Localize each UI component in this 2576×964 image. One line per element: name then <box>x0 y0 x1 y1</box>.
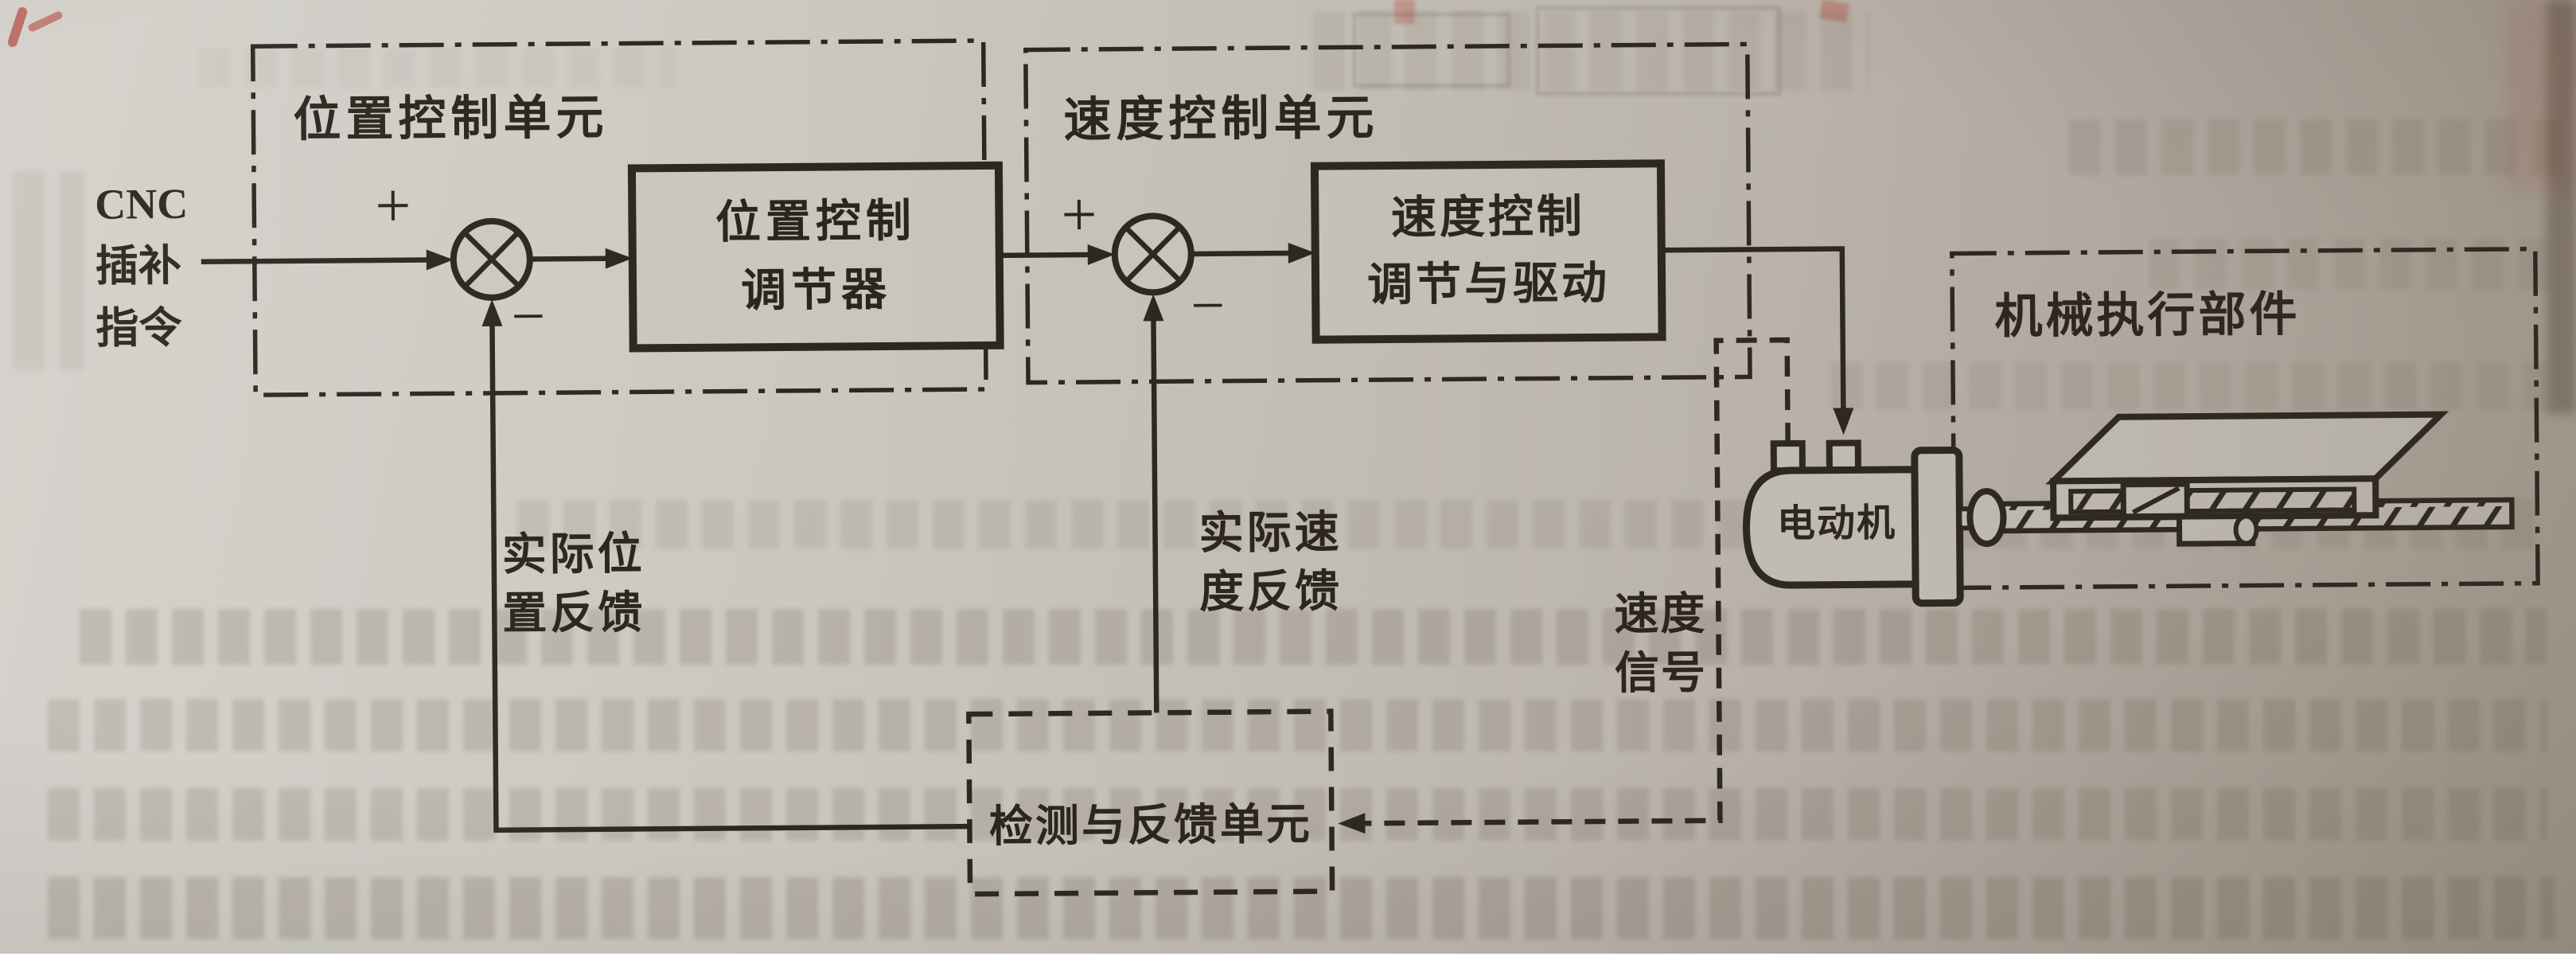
speed-unit-box <box>1023 41 1752 385</box>
shaft-coupling <box>1966 488 2007 548</box>
position-feedback-line2: 置反馈 <box>502 588 646 639</box>
pink-smudge <box>2505 0 2576 191</box>
page-edge-shadow <box>2547 0 2576 414</box>
speed-drive-box <box>1310 159 1666 344</box>
speed-drive-label: 速度控制 调节与驱动 <box>1315 163 1662 339</box>
speed-feedback-line <box>1151 319 1159 713</box>
position-feedback-label: 实际位 置反馈 <box>501 525 646 644</box>
position-regulator-label: 位置控制 调节器 <box>632 166 1000 349</box>
bleed-through-text <box>13 171 84 370</box>
plus-sign-junction2: + <box>1061 179 1097 251</box>
motor-terminal-left <box>1770 439 1806 474</box>
bleed-through-text <box>48 788 2547 841</box>
junction2-to-drive-line <box>1191 250 1290 257</box>
cnc-line2: 插补 <box>95 241 182 291</box>
speed-signal-line2: 信号 <box>1614 648 1708 699</box>
feedback-unit-box <box>966 708 1335 897</box>
junction1-to-regulator-line <box>529 256 607 262</box>
bleed-through-box <box>1353 13 1510 88</box>
mechanical-unit-label: 机械执行部件 <box>1994 288 2301 344</box>
regulator-to-junction2-line <box>999 252 1089 259</box>
bleed-through-box <box>1536 6 1781 96</box>
summing-junction-1 <box>450 217 533 301</box>
feedback-unit-label: 检测与反馈单元 <box>988 799 1313 851</box>
cnc-line3: 指令 <box>95 303 182 353</box>
table-top-face <box>2045 411 2449 485</box>
speed-drive-line1: 速度控制 <box>1390 192 1586 244</box>
speed-signal-line <box>1365 337 1791 826</box>
motor-terminal-right <box>1826 439 1861 474</box>
cnc-input-line <box>201 257 428 264</box>
summing-junction-2 <box>1111 213 1194 296</box>
guide-slot <box>2068 486 2357 515</box>
arrowhead <box>1143 294 1164 322</box>
minus-sign-junction1: − <box>511 283 546 350</box>
bracket-end <box>2233 513 2259 546</box>
motor-body <box>1743 466 1921 589</box>
cnc-line1: CNC <box>95 179 189 228</box>
bleed-through-text <box>199 48 676 88</box>
red-mark <box>1394 0 1415 24</box>
drive-output-line <box>1661 246 1846 410</box>
motor-label: 电动机 <box>1776 502 1897 546</box>
speed-signal-line1: 速度 <box>1614 589 1707 640</box>
position-regulator-line1: 位置控制 <box>715 196 917 248</box>
arrowhead <box>1833 408 1854 435</box>
bleed-through-text <box>80 609 2547 665</box>
speed-feedback-line1: 实际速 <box>1198 508 1343 559</box>
position-feedback-line <box>489 324 970 833</box>
arrowhead <box>1288 242 1315 263</box>
speed-unit-label: 速度控制单元 <box>1063 92 1379 147</box>
table-drawing <box>2045 411 2449 547</box>
speed-feedback-line2: 度反馈 <box>1198 567 1343 618</box>
position-unit-label: 位置控制单元 <box>293 91 609 146</box>
position-regulator-box <box>627 161 1004 353</box>
position-feedback-line1: 实际位 <box>501 529 645 580</box>
motor-drawing <box>1743 439 2007 607</box>
speed-signal-label: 速度 信号 <box>1608 586 1713 704</box>
cnc-input-label: CNC 插补 指令 <box>95 173 189 360</box>
bleed-through-text <box>48 877 2555 939</box>
speed-drive-line2: 调节与驱动 <box>1366 258 1611 311</box>
arrowhead <box>1087 244 1115 265</box>
minus-sign-junction2: − <box>1190 271 1226 339</box>
bleed-through-text <box>2069 119 2562 175</box>
speed-feedback-label: 实际速 度反馈 <box>1198 504 1343 623</box>
bleed-through-text <box>48 699 2547 751</box>
arrowhead <box>605 248 633 269</box>
plus-sign-junction1: + <box>374 170 411 241</box>
position-regulator-line2: 调节器 <box>740 264 892 317</box>
arrowhead <box>1338 813 1366 834</box>
arrowhead <box>426 249 454 271</box>
bleed-through-text <box>1830 362 2547 410</box>
arrowhead <box>481 299 503 326</box>
bleed-through-text <box>1313 11 1870 91</box>
mechanical-unit-box <box>1950 246 2540 591</box>
